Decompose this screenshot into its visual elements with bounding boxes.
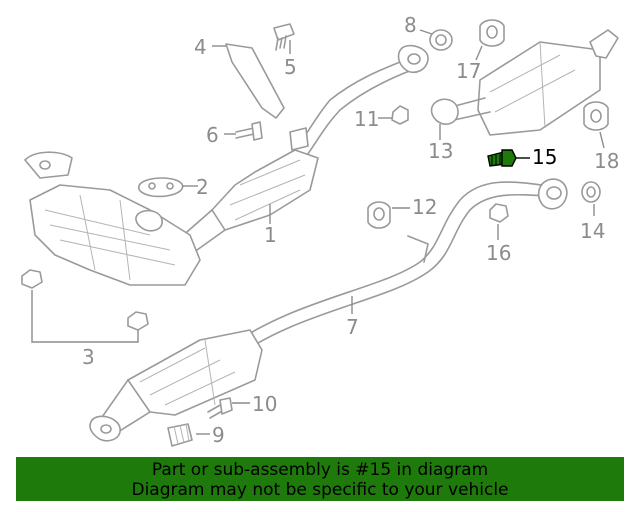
rubber-hanger-part-17 bbox=[479, 19, 505, 47]
callout-8[interactable]: 8 bbox=[404, 13, 417, 37]
gasket-part-8 bbox=[429, 29, 453, 51]
center-exhaust-pipe bbox=[89, 178, 568, 442]
gasket-part-2 bbox=[137, 177, 184, 198]
exhaust-manifold bbox=[24, 151, 201, 286]
callout-4[interactable]: 4 bbox=[194, 35, 207, 59]
callout-18[interactable]: 18 bbox=[594, 149, 619, 173]
nut-part-11 bbox=[391, 105, 409, 125]
callout-12[interactable]: 12 bbox=[412, 195, 437, 219]
callout-16[interactable]: 16 bbox=[486, 241, 511, 265]
callout-3[interactable]: 3 bbox=[82, 345, 95, 369]
callout-1[interactable]: 1 bbox=[264, 223, 277, 247]
callout-10[interactable]: 10 bbox=[252, 392, 277, 416]
callout-11[interactable]: 11 bbox=[354, 107, 379, 131]
callout-15[interactable]: 15 bbox=[532, 145, 557, 169]
callout-7[interactable]: 7 bbox=[346, 315, 359, 339]
callout-9[interactable]: 9 bbox=[212, 423, 225, 447]
banner-line-2: Diagram may not be specific to your vehi… bbox=[131, 480, 509, 500]
callout-2[interactable]: 2 bbox=[196, 175, 209, 199]
bolt-part-15-highlighted bbox=[487, 149, 517, 167]
callout-labels: 1 2 3 4 5 6 7 8 9 10 11 12 13 14 15 16 1… bbox=[82, 13, 619, 447]
callout-17[interactable]: 17 bbox=[456, 59, 481, 83]
gasket-part-14 bbox=[581, 181, 601, 203]
bracket-part-4 bbox=[225, 43, 285, 119]
callout-14[interactable]: 14 bbox=[580, 219, 605, 243]
notice-banner: Part or sub-assembly is #15 in diagram D… bbox=[16, 457, 624, 501]
muffler-assembly bbox=[430, 29, 619, 136]
leader-lines bbox=[31, 29, 605, 435]
nut-part-3 bbox=[21, 269, 149, 331]
rubber-hanger-part-12 bbox=[367, 201, 391, 229]
spring-part-9 bbox=[167, 423, 193, 447]
bolt-part-6 bbox=[235, 121, 263, 141]
callout-5[interactable]: 5 bbox=[284, 55, 297, 79]
banner-line-1: Part or sub-assembly is #15 in diagram bbox=[151, 460, 489, 480]
exhaust-parts-diagram: 1 2 3 4 5 6 7 8 9 10 11 12 13 14 15 16 1… bbox=[21, 13, 619, 447]
callout-6[interactable]: 6 bbox=[206, 123, 219, 147]
bolt-part-5 bbox=[273, 23, 295, 51]
nut-part-16 bbox=[489, 203, 509, 223]
callout-13[interactable]: 13 bbox=[428, 139, 453, 163]
front-pipe-catalytic-converter bbox=[174, 44, 429, 266]
bolt-part-10 bbox=[207, 397, 233, 419]
rubber-hanger-part-18 bbox=[583, 101, 609, 131]
